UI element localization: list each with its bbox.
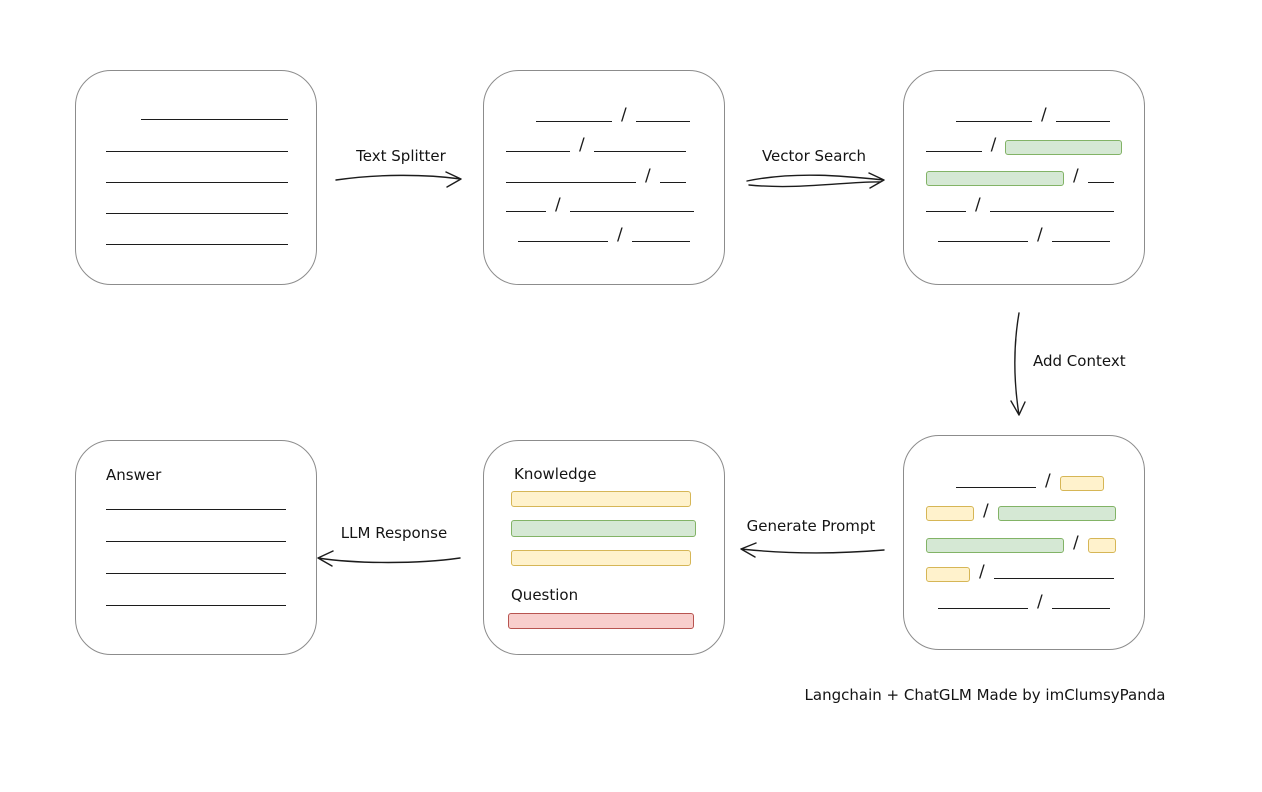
slash-separator: / — [983, 501, 989, 521]
highlight-green-bar — [1005, 140, 1122, 155]
text-line — [506, 211, 546, 212]
question-red-bar — [508, 613, 694, 629]
text-line — [536, 121, 612, 122]
generate-prompt-arrow — [740, 542, 885, 558]
question-heading: Question — [511, 586, 579, 604]
text-line — [106, 244, 288, 245]
knowledge-yellow-bar — [511, 550, 691, 566]
chunk-row: / — [926, 562, 1122, 582]
chunk-row: / — [926, 195, 1122, 215]
text-line — [106, 541, 286, 542]
slash-separator: / — [555, 195, 561, 215]
node-search-results: / / / / / — [903, 70, 1145, 285]
chunk-row: / — [926, 135, 1122, 155]
text-line — [956, 487, 1036, 488]
text-line — [593, 151, 686, 152]
highlight-yellow-bar — [1087, 538, 1116, 553]
text-line — [141, 119, 288, 120]
chunk-row: / — [926, 592, 1122, 612]
vector-search-label: Vector Search — [761, 147, 867, 165]
text-line — [106, 573, 286, 574]
chunk-row: / — [926, 166, 1122, 186]
slash-separator: / — [617, 225, 623, 245]
add-context-label: Add Context — [1033, 352, 1126, 370]
slash-separator: / — [1073, 533, 1079, 553]
llm-response-arrow — [317, 550, 461, 567]
answer-heading: Answer — [106, 466, 162, 484]
text-line — [993, 578, 1114, 579]
slash-separator: / — [1037, 592, 1043, 612]
text-line — [506, 151, 570, 152]
chunk-row: / — [506, 105, 702, 125]
text-line — [518, 241, 608, 242]
chunk-row: / — [506, 195, 702, 215]
highlight-yellow-bar — [926, 506, 974, 521]
vector-search-arrow-stroke2 — [748, 181, 881, 188]
slash-separator: / — [975, 195, 981, 215]
slash-separator: / — [1041, 105, 1047, 125]
add-context-arrow — [1010, 312, 1026, 416]
chunk-row: / — [926, 105, 1122, 125]
highlight-green-bar — [926, 538, 1064, 553]
highlight-yellow-bar — [1059, 476, 1104, 491]
slash-separator: / — [990, 135, 997, 155]
text-line — [926, 211, 966, 212]
text-line — [989, 211, 1114, 212]
chunk-row: / — [926, 471, 1122, 491]
footer-credit: Langchain + ChatGLM Made by imClumsyPand… — [804, 686, 1166, 704]
text-line — [659, 182, 686, 183]
text-line — [106, 182, 288, 183]
text-line — [106, 509, 286, 510]
text-line — [1087, 182, 1114, 183]
highlight-yellow-bar — [926, 567, 970, 582]
node-source-document — [75, 70, 317, 285]
chunk-row: / — [926, 501, 1122, 521]
chunk-row: / — [506, 135, 702, 155]
text-line — [631, 241, 690, 242]
node-context-chunks: / / / / / — [903, 435, 1145, 650]
knowledge-heading: Knowledge — [514, 465, 597, 483]
text-line — [1051, 241, 1110, 242]
generate-prompt-label: Generate Prompt — [746, 517, 876, 535]
slash-separator: / — [579, 135, 585, 155]
text-line — [635, 121, 690, 122]
text-line — [938, 608, 1028, 609]
text-line — [1055, 121, 1110, 122]
text-line — [938, 241, 1028, 242]
slash-separator: / — [1037, 225, 1043, 245]
text-splitter-arrow — [335, 171, 462, 188]
node-prompt: Knowledge Question — [483, 440, 725, 655]
knowledge-green-bar — [511, 520, 696, 537]
text-line — [926, 151, 982, 152]
text-line — [569, 211, 694, 212]
chunk-row: / — [506, 166, 702, 186]
text-line — [106, 213, 288, 214]
text-line — [106, 151, 288, 152]
text-line — [506, 182, 636, 183]
knowledge-yellow-bar — [511, 491, 691, 507]
slash-separator: / — [1045, 471, 1051, 491]
llm-response-label: LLM Response — [340, 524, 448, 542]
text-splitter-label: Text Splitter — [356, 147, 446, 165]
highlight-green-bar — [926, 171, 1064, 186]
slash-separator: / — [1073, 166, 1079, 186]
text-line — [1051, 608, 1110, 609]
vector-search-arrow — [746, 172, 885, 189]
chunk-row: / — [926, 225, 1122, 245]
slash-separator: / — [645, 166, 651, 186]
text-line — [956, 121, 1032, 122]
text-line — [106, 605, 286, 606]
slash-separator: / — [621, 105, 627, 125]
chunk-row: / — [506, 225, 702, 245]
node-answer: Answer — [75, 440, 317, 655]
slash-separator: / — [979, 562, 985, 582]
highlight-green-bar — [997, 506, 1116, 521]
node-text-chunks: / / / / / — [483, 70, 725, 285]
chunk-row: / — [926, 533, 1122, 553]
